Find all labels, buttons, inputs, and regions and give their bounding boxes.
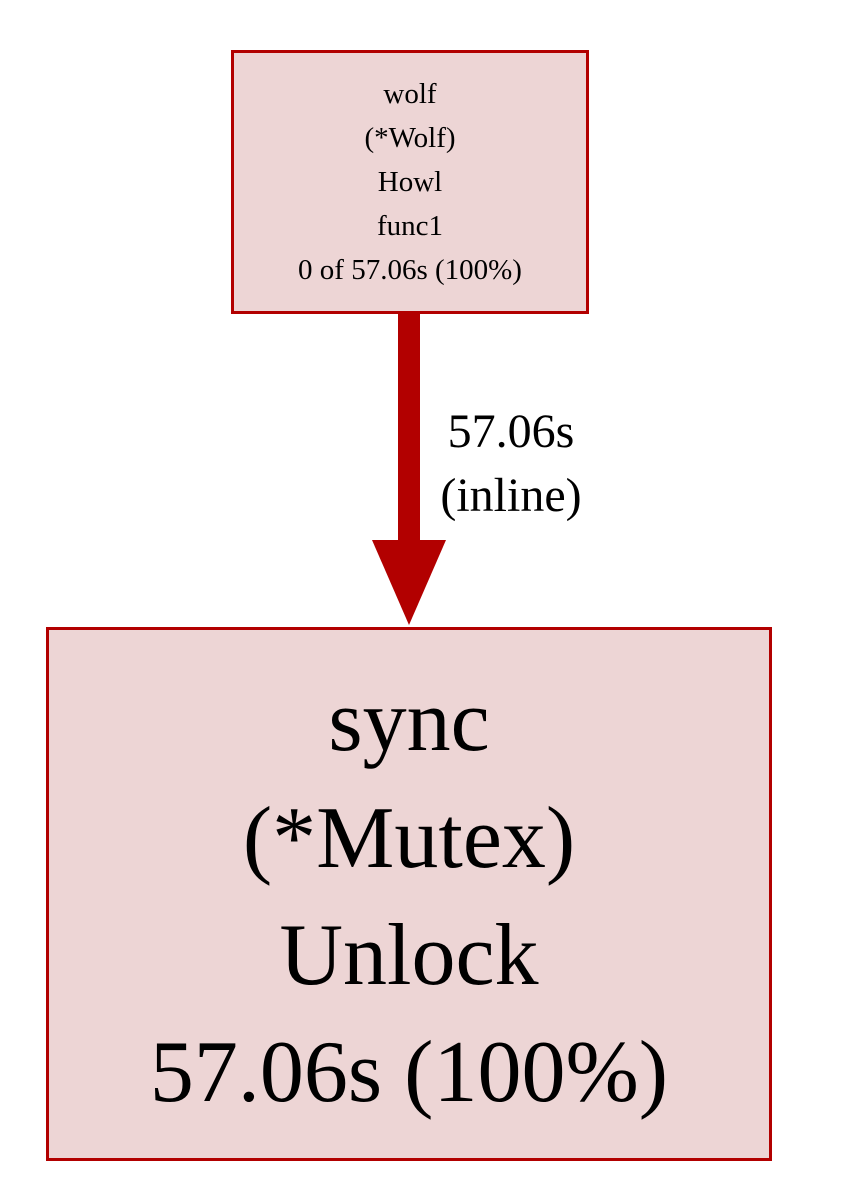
node-cost: 0 of 57.06s (100%) bbox=[298, 254, 522, 286]
edge-value: 57.06s bbox=[447, 405, 575, 458]
node-cost: 57.06s (100%) bbox=[149, 1024, 669, 1121]
node-package: wolf bbox=[383, 78, 437, 110]
graph-node-wolf-howl-func1[interactable]: wolf (*Wolf) Howl func1 0 of 57.06s (100… bbox=[231, 50, 589, 314]
edge-note: (inline) bbox=[440, 469, 582, 522]
edge-shaft bbox=[398, 313, 420, 543]
arrowhead-icon bbox=[372, 540, 446, 625]
node-method: Howl bbox=[377, 166, 443, 198]
node-receiver: (*Mutex) bbox=[242, 790, 576, 887]
graph-node-sync-mutex-unlock[interactable]: sync (*Mutex) Unlock 57.06s (100%) bbox=[46, 627, 772, 1161]
node-receiver: (*Wolf) bbox=[364, 122, 456, 154]
node-method: Unlock bbox=[279, 907, 539, 1004]
node-func: func1 bbox=[376, 210, 444, 242]
edge-label: 57.06s (inline) bbox=[416, 400, 606, 528]
node-package: sync bbox=[328, 673, 490, 770]
